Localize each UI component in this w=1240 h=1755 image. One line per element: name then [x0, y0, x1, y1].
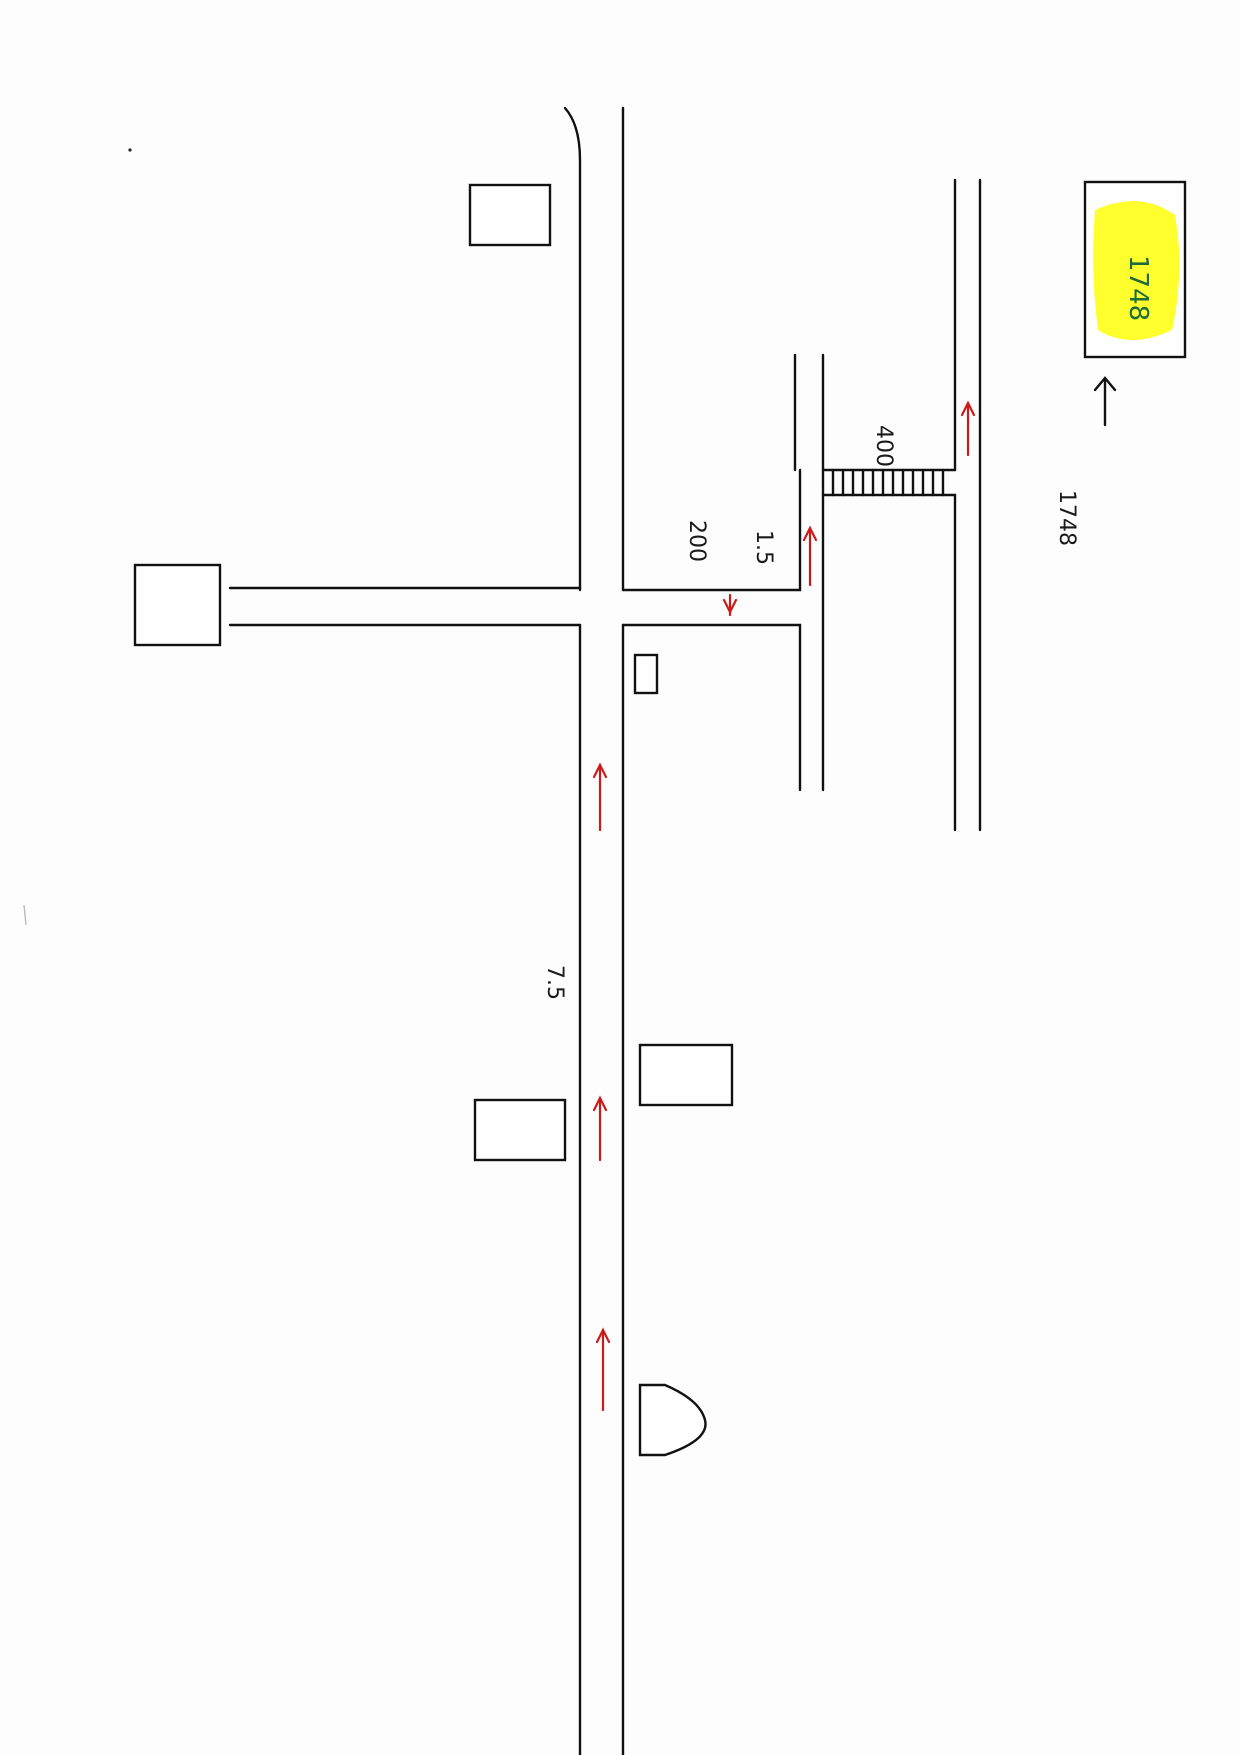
crossing-ladder [821, 468, 957, 497]
left-building [133, 563, 222, 647]
main-road-left-edge [563, 106, 582, 592]
distance-short-road: 1.5 [751, 530, 776, 565]
red-arrow-side-road [802, 525, 818, 587]
highlight-sign: 1748 [1083, 180, 1187, 359]
yellow-highlight [1093, 201, 1180, 340]
sign-number: 1748 [1123, 255, 1153, 321]
cross-road-right-bottom-edge [621, 623, 802, 792]
stray-mark [23, 904, 27, 926]
sign-pointer-arrow [1093, 376, 1117, 427]
distance-short-road-unit: 200 [684, 520, 709, 562]
top-left-building [468, 183, 552, 247]
small-square [633, 653, 659, 695]
distance-long-road: 7.5 [542, 965, 567, 1000]
distance-near-crossing: 400 [871, 425, 896, 467]
red-arrow-main-road-2 [592, 1095, 608, 1162]
red-arrow-far-road [960, 400, 976, 457]
red-arrow-main-road-3 [595, 1327, 611, 1412]
middle-building [638, 1043, 734, 1107]
arrow-caption-line2: 1748 [1054, 490, 1079, 546]
red-arrow-main-road-1 [592, 762, 608, 832]
cross-road-right-top-edge [621, 468, 802, 592]
lower-building [473, 1098, 567, 1162]
shield-landmark [638, 1383, 707, 1457]
red-arrow-cross-road [722, 593, 738, 617]
stray-dot [128, 148, 132, 152]
